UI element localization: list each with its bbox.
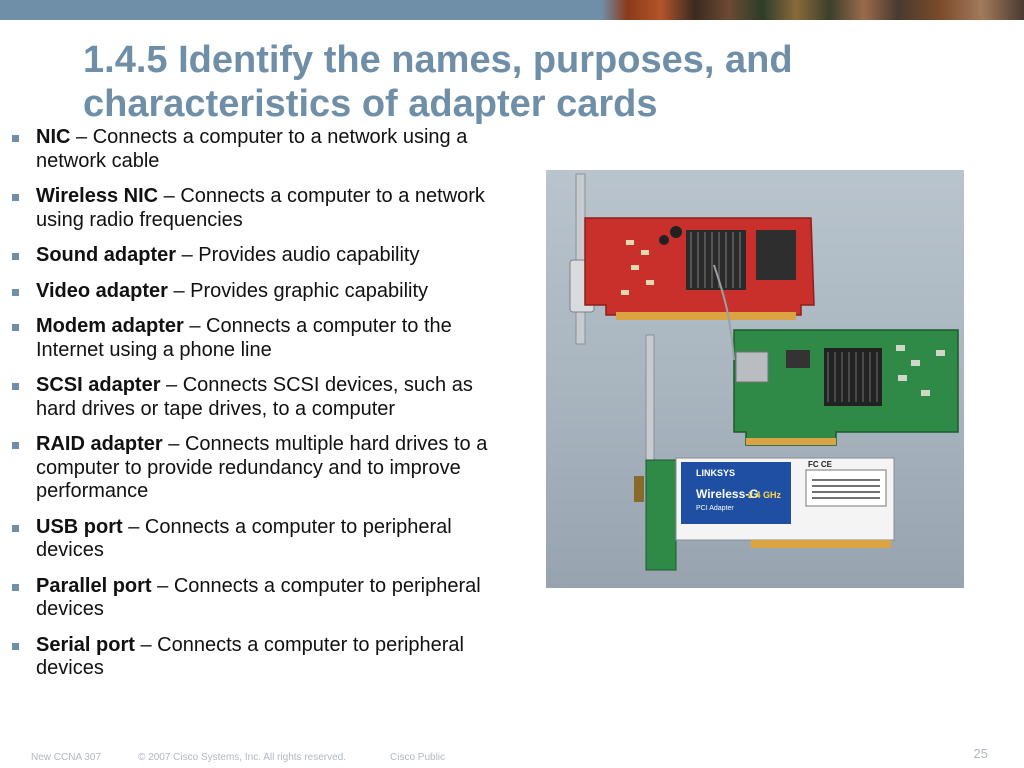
linksys-logo-text: LINKSYS (696, 468, 735, 478)
bullet-square-icon (12, 324, 19, 331)
bullet-square-icon (12, 288, 19, 296)
bullet-term: Wireless NIC (36, 185, 159, 207)
wireless-card-sub: PCI Adapter (696, 505, 734, 512)
list-item: SCSI adapter – Connects SCSI devices, su… (10, 374, 495, 421)
title-line-2: characteristics of adapter cards (83, 83, 658, 125)
bullet-square-icon (12, 583, 19, 591)
list-item: Wireless NIC – Connects a computer to a … (10, 185, 495, 232)
adapter-cards-photo: LINKSYS Wireless-G PCI Adapter 2.4 GHz F… (546, 170, 964, 588)
bullet-square-icon (12, 135, 19, 142)
bullet-square-icon (12, 442, 19, 449)
list-item: RAID adapter – Connects multiple hard dr… (10, 433, 495, 504)
page-number: 25 (973, 746, 988, 761)
bullet-square-icon (12, 524, 19, 532)
bullet-term: Video adapter (36, 279, 168, 302)
list-item: Video adapter – Provides graphic capabil… (10, 280, 495, 304)
bullet-term: Sound adapter (36, 244, 177, 266)
bullet-square-icon (12, 642, 19, 650)
banner-photo-strip (602, 0, 1024, 20)
wireless-card-band: 2.4 GHz (748, 490, 782, 500)
bullet-description: – Connects multiple hard drives to a com… (36, 433, 488, 502)
list-item: Modem adapter – Connects a computer to t… (10, 315, 495, 362)
list-item: NIC – Connects a computer to a network u… (10, 126, 495, 173)
bullet-description: – Connects a computer to a network using… (36, 126, 468, 172)
bullet-description: – Connects a computer to peripheral devi… (36, 633, 464, 680)
bullet-term: RAID adapter (36, 433, 163, 455)
bullet-square-icon (12, 253, 19, 260)
list-item: Serial port – Connects a computer to per… (10, 634, 495, 681)
bullet-description: – Connects a computer to a network using… (36, 185, 485, 231)
title-line-1: 1.4.5 Identify the names, purposes, and (83, 39, 793, 81)
bullet-term: NIC (36, 126, 71, 148)
page-title: 1.4.5 Identify the names, purposes, and … (83, 38, 963, 126)
bullet-square-icon (12, 194, 19, 201)
bullet-description: – Connects SCSI devices, such as hard dr… (36, 374, 473, 420)
bullet-description: – Provides graphic capability (167, 279, 429, 302)
list-item: Sound adapter – Provides audio capabilit… (10, 244, 495, 268)
bullet-term: SCSI adapter (36, 374, 161, 396)
bullet-description: – Connects a computer to the Internet us… (36, 315, 452, 361)
adapter-cards-illustration: LINKSYS Wireless-G PCI Adapter 2.4 GHz F… (569, 173, 959, 571)
list-item: USB port – Connects a computer to periph… (10, 516, 495, 563)
bullet-square-icon (12, 383, 19, 390)
footer-copyright: © 2007 Cisco Systems, Inc. All rights re… (138, 752, 347, 763)
list-item: Parallel port – Connects a computer to p… (10, 575, 495, 622)
bullet-description: – Connects a computer to peripheral devi… (36, 515, 452, 562)
cert-label: FC CE (808, 460, 833, 469)
bullet-term: Modem adapter (36, 315, 184, 337)
footer-classification: Cisco Public (390, 752, 446, 763)
bullet-term: USB port (36, 515, 123, 538)
wireless-card-label: Wireless-G (696, 487, 759, 501)
bullet-description: – Connects a computer to peripheral devi… (36, 574, 481, 621)
bullet-term: Serial port (36, 633, 135, 656)
footer-course: New CCNA 307 (31, 752, 102, 763)
bullet-description: – Provides audio capability (176, 244, 420, 266)
bullet-term: Parallel port (36, 574, 152, 597)
bullet-list: NIC – Connects a computer to a network u… (10, 126, 495, 693)
